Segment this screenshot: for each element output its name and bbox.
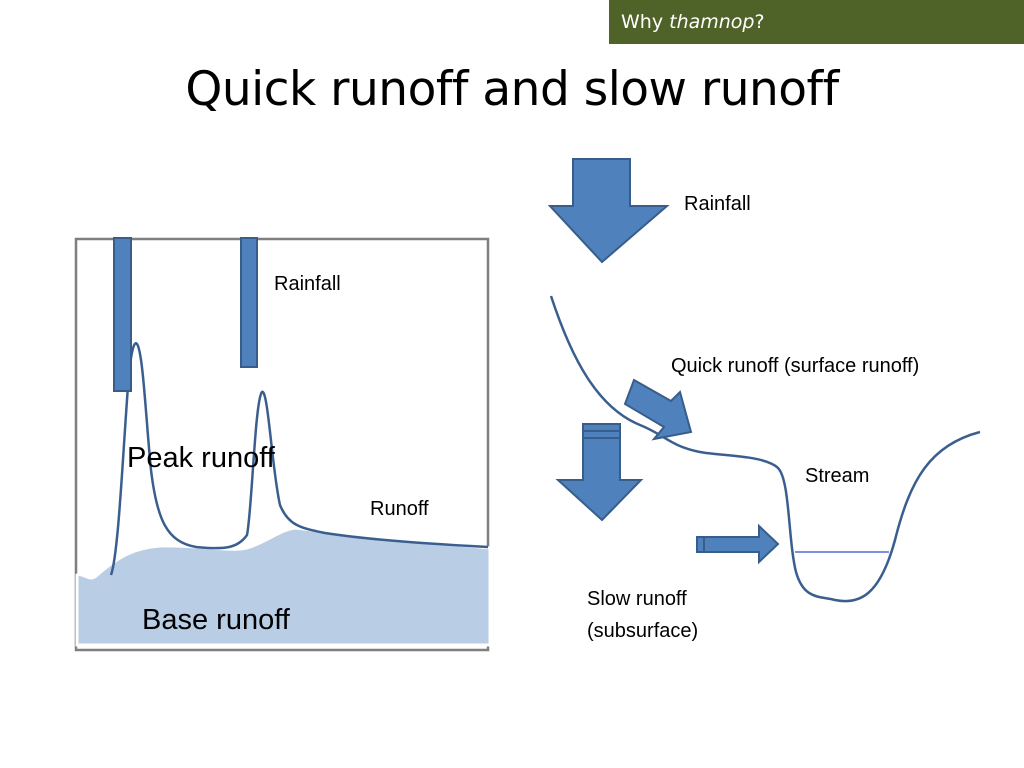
runoff-label: Runoff [370,498,429,520]
slow-runoff-label-line2: (subsurface) [587,620,699,642]
section-tag-prefix: Why [621,11,670,33]
slide-title: Quick runoff and slow runoff [185,62,839,117]
section-tag-italic: thamnop [669,11,755,33]
base-runoff-area [75,526,492,647]
slow-runoff-arrow [696,523,780,565]
slow-runoff-label-line1: Slow runoff [587,588,687,610]
peak-runoff-label: Peak runoff [127,442,275,474]
cross-section-panel [547,158,981,603]
rainfall-arrow [547,158,670,264]
infiltration-arrow [555,423,644,522]
stream-label: Stream [805,465,870,487]
quick-runoff-label: Quick runoff (surface runoff) [671,355,920,377]
hydrograph-frame [74,237,490,652]
rainfall-bar-2 [240,237,258,368]
base-runoff-label: Base runoff [142,604,290,636]
hydrograph-panel [74,237,492,652]
terrain-profile [549,295,981,603]
quick-runoff-arrow [623,378,693,441]
rainfall-bar-1 [113,237,132,392]
section-tag-suffix: ? [754,11,765,33]
section-tag: Why thamnop? [609,0,1024,44]
hydrograph-rainfall-label: Rainfall [274,273,341,295]
cross-section-rainfall-label: Rainfall [684,193,751,215]
